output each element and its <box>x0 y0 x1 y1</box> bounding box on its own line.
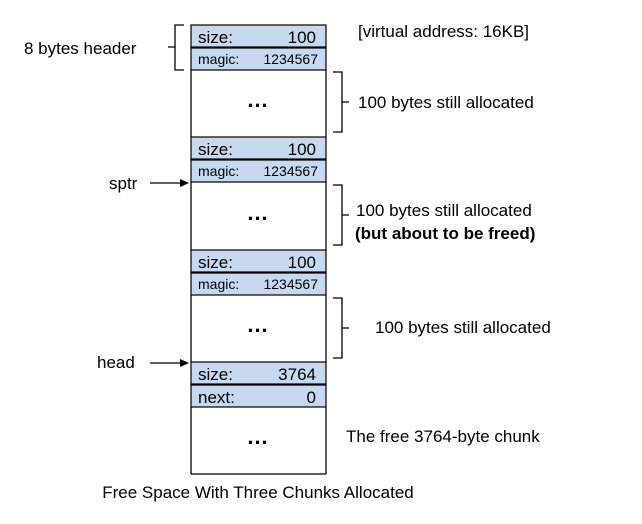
chunk-2-magic-cell <box>190 159 327 183</box>
chunk-2-magic-label: magic: <box>198 163 239 179</box>
free-chunk-size-cell <box>190 361 327 385</box>
chunk-2-region-label-note: (but about to be freed) <box>355 224 535 243</box>
chunk-2-ellipsis: ... <box>247 200 268 225</box>
chunk-3-region-brace <box>333 297 349 359</box>
chunk-3-size-cell <box>190 249 327 273</box>
chunk-2-magic-value: 1234567 <box>263 163 318 179</box>
free-chunk-size-label: size: <box>198 365 233 384</box>
head-label: head <box>97 353 135 372</box>
chunk-2-region-brace <box>333 184 349 246</box>
free-chunk-size-value: 3764 <box>278 365 316 384</box>
sptr-pointer: sptr <box>109 174 189 193</box>
chunk-1-region-brace <box>333 71 349 133</box>
chunk-2-size-value: 100 <box>288 140 316 159</box>
head-pointer: head <box>97 353 189 372</box>
head-arrow-head <box>180 359 189 367</box>
chunk-3-magic-value: 1234567 <box>263 276 318 292</box>
chunk-3-size-value: 100 <box>288 253 316 272</box>
sptr-label: sptr <box>109 174 138 193</box>
chunk-2-size-label: size: <box>198 140 233 159</box>
chunk-3-ellipsis: ... <box>247 312 268 337</box>
chunk-3-magic-cell <box>190 272 327 296</box>
chunk-2-region-label: 100 bytes still allocated <box>356 201 532 220</box>
sptr-arrow-head <box>180 179 189 187</box>
free-chunk-region-label: The free 3764-byte chunk <box>346 427 540 446</box>
free-chunk-next-label: next: <box>198 388 235 407</box>
chunk-1-ellipsis: ... <box>247 87 268 112</box>
chunk-1-size-value: 100 <box>288 28 316 47</box>
free-chunk-ellipsis: ... <box>247 424 268 449</box>
chunk-1-region-label: 100 bytes still allocated <box>358 93 534 112</box>
chunk-1-size-label: size: <box>198 28 233 47</box>
chunk-1: size: 100 magic: 1234567 ... <box>190 24 327 137</box>
chunk-1-size-cell <box>190 24 327 48</box>
virtual-address-label: [virtual address: 16KB] <box>358 22 529 41</box>
free-chunk-next-cell <box>190 384 327 408</box>
chunk-3-region-label: 100 bytes still allocated <box>375 318 551 337</box>
header-brace-label: 8 bytes header <box>24 39 137 58</box>
free-chunk: size: 3764 next: 0 ... <box>190 361 327 475</box>
chunk-1-magic-label: magic: <box>198 51 239 67</box>
free-chunk-next-value: 0 <box>307 388 316 407</box>
chunk-3-size-label: size: <box>198 253 233 272</box>
chunk-3-magic-label: magic: <box>198 276 239 292</box>
chunk-3: size: 100 magic: 1234567 ... <box>190 249 327 362</box>
chunk-1-magic-cell <box>190 47 327 71</box>
chunk-2-size-cell <box>190 136 327 160</box>
chunk-2: size: 100 magic: 1234567 ... <box>190 136 327 250</box>
diagram-caption: Free Space With Three Chunks Allocated <box>102 483 414 502</box>
chunk-1-magic-value: 1234567 <box>263 51 318 67</box>
header-brace <box>168 24 184 71</box>
